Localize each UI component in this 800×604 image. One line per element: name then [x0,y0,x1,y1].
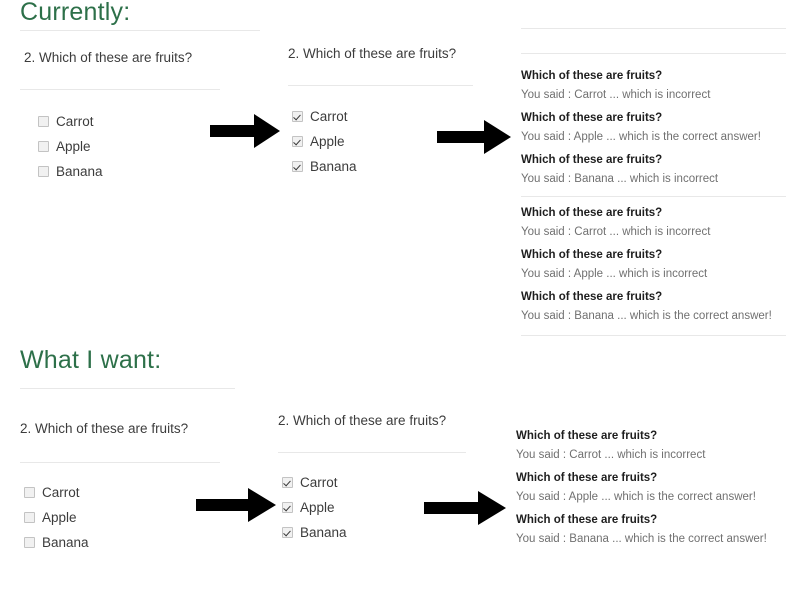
results-rule-top [521,28,786,29]
result-answer: You said : Banana ... which is the corre… [521,310,772,322]
arrow-right-icon [424,491,506,525]
option-label: Apple [42,510,77,525]
question-rule [278,452,466,453]
result-question: Which of these are fruits? [521,154,663,166]
checkbox-checked-icon[interactable] [282,527,293,538]
checkbox-unchecked-icon[interactable] [24,487,35,498]
result-question: Which of these are fruits? [516,472,658,484]
results-panel-currently: Which of these are fruits? You said : Ca… [521,24,791,336]
result-question: Which of these are fruits? [521,207,663,219]
result-answer: You said : Carrot ... which is incorrect [521,226,711,238]
option-label: Apple [310,134,345,149]
question-rule [20,89,220,90]
option-label: Banana [56,164,103,179]
option-list: Carrot Apple Banana [24,480,89,555]
results-rule-bottom [521,335,786,336]
option-list: Carrot Apple Banana [282,470,347,545]
checkbox-checked-icon[interactable] [292,161,303,172]
question-rule [288,85,473,86]
checkbox-checked-icon[interactable] [292,136,303,147]
option-row[interactable]: Banana [292,154,357,179]
option-row[interactable]: Carrot [24,480,89,505]
result-block: Which of these are fruits? You said : Ca… [521,70,791,185]
result-question: Which of these are fruits? [516,430,658,442]
option-label: Carrot [42,485,80,500]
checkbox-unchecked-icon[interactable] [24,537,35,548]
option-row[interactable]: Banana [282,520,347,545]
result-answer: You said : Carrot ... which is incorrect [521,89,711,101]
option-list: Carrot Apple Banana [38,109,103,184]
arrow-right-icon [437,120,511,154]
option-row[interactable]: Banana [24,530,89,555]
checkbox-unchecked-icon[interactable] [38,141,49,152]
arrow-right-icon [196,488,276,522]
checkbox-unchecked-icon[interactable] [38,166,49,177]
checkbox-unchecked-icon[interactable] [38,116,49,127]
quiz-question: 2. Which of these are fruits? [24,50,193,65]
option-row[interactable]: Carrot [38,109,103,134]
checkbox-unchecked-icon[interactable] [24,512,35,523]
result-answer: You said : Apple ... which is the correc… [521,131,761,143]
result-question: Which of these are fruits? [521,70,663,82]
option-label: Apple [56,139,91,154]
option-label: Carrot [300,475,338,490]
section-heading-currently: Currently: [20,0,131,26]
option-label: Carrot [56,114,94,129]
result-block: Which of these are fruits? You said : Ca… [521,207,791,322]
result-answer: You said : Apple ... which is the correc… [516,491,756,503]
arrow-right-icon [210,114,280,148]
heading-rule [20,30,260,31]
option-row[interactable]: Carrot [292,104,357,129]
result-question: Which of these are fruits? [516,514,658,526]
checkbox-checked-icon[interactable] [292,111,303,122]
results-panel-wanted: Which of these are fruits? You said : Ca… [516,430,791,556]
question-rule [20,462,220,463]
option-row[interactable]: Carrot [282,470,347,495]
result-block: Which of these are fruits? You said : Ca… [516,430,791,545]
option-label: Banana [310,159,357,174]
quiz-question: 2. Which of these are fruits? [288,46,457,61]
option-row[interactable]: Apple [292,129,357,154]
checkbox-checked-icon[interactable] [282,502,293,513]
section-heading-what-i-want: What I want: [20,346,162,374]
result-question: Which of these are fruits? [521,112,663,124]
result-answer: You said : Banana ... which is incorrect [521,173,719,185]
result-answer: You said : Apple ... which is incorrect [521,268,708,280]
result-question: Which of these are fruits? [521,249,663,261]
result-answer: You said : Banana ... which is the corre… [516,533,767,545]
checkbox-checked-icon[interactable] [282,477,293,488]
option-row[interactable]: Apple [38,134,103,159]
option-label: Banana [300,525,347,540]
option-row[interactable]: Apple [24,505,89,530]
option-row[interactable]: Apple [282,495,347,520]
result-answer: You said : Carrot ... which is incorrect [516,449,706,461]
quiz-question: 2. Which of these are fruits? [20,421,189,436]
option-list: Carrot Apple Banana [292,104,357,179]
results-block-divider [521,196,786,197]
option-row[interactable]: Banana [38,159,103,184]
option-label: Banana [42,535,89,550]
option-label: Carrot [310,109,348,124]
result-question: Which of these are fruits? [521,291,663,303]
heading-rule [20,388,235,389]
option-label: Apple [300,500,335,515]
quiz-question: 2. Which of these are fruits? [278,413,447,428]
results-rule-second [521,53,786,54]
